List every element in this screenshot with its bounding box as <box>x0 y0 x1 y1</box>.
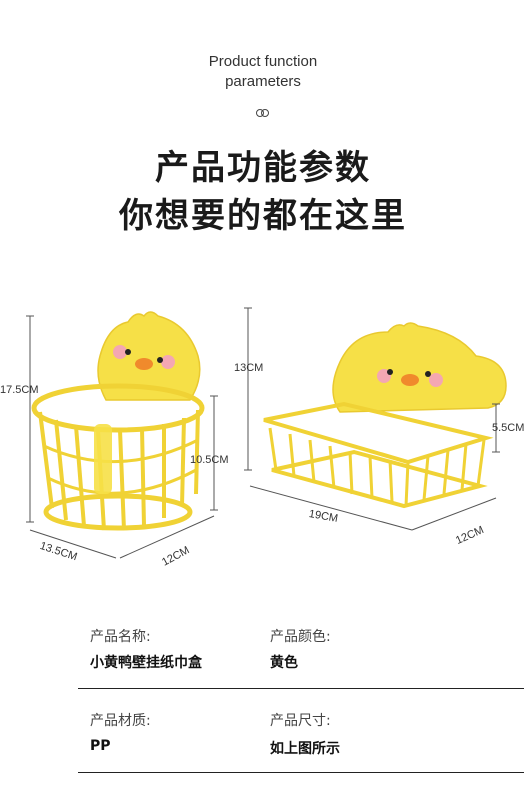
round-basket-image <box>31 311 205 531</box>
spec-material-value: PP <box>90 738 111 754</box>
header-english-line2: parameters <box>225 73 301 90</box>
spec-color-value: 黄色 <box>270 655 298 671</box>
right-dimension-lines <box>244 307 500 531</box>
spec-size-value: 如上图所示 <box>270 741 340 757</box>
left-height-label: 17.5CM <box>0 384 39 396</box>
header-english-line1: Product function <box>208 53 318 70</box>
spec-size-label: 产品尺寸: <box>270 713 331 729</box>
spec-divider <box>78 688 524 689</box>
product-illustration <box>26 307 507 559</box>
spec-divider-bottom <box>78 772 524 773</box>
left-inner-height-label: 10.5CM <box>190 454 229 466</box>
right-height-label: 13CM <box>234 362 264 374</box>
spec-name-label: 产品名称: <box>90 629 151 645</box>
rings-icon <box>256 109 269 117</box>
header-english: Product function parameters <box>0 52 526 92</box>
spec-material-label: 产品材质: <box>90 713 151 729</box>
spec-color-label: 产品颜色: <box>270 629 331 645</box>
header-chinese-line1: 产品功能参数 <box>155 148 371 188</box>
right-inner-height-label: 5.5CM <box>492 422 525 434</box>
header-chinese-line2: 你想要的都在这里 <box>119 196 407 236</box>
spec-name-value: 小黄鸭壁挂纸巾盒 <box>90 655 202 671</box>
rectangular-basket-image <box>263 322 507 509</box>
left-dimension-lines <box>26 315 218 559</box>
